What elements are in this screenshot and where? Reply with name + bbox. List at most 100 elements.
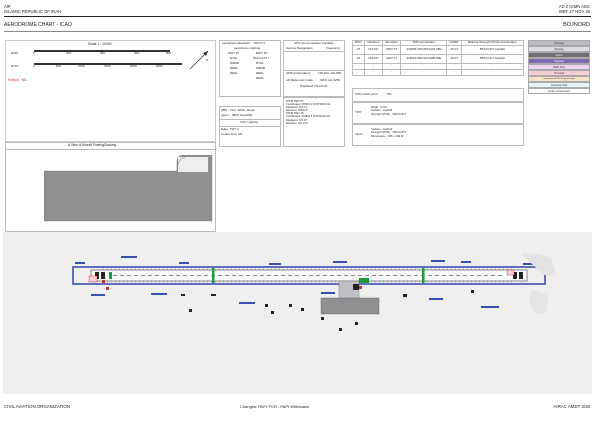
col-header: Bearing Strength (PCR) and Surface — [460, 40, 525, 46]
edge-value: TWY A — [229, 127, 239, 131]
scale-m-tick: 0 — [33, 51, 35, 55]
header-rule — [4, 16, 591, 17]
table-cell: 073.02° — [364, 44, 383, 55]
papi-box-07 — [88, 275, 98, 283]
obstacle-markers — [102, 280, 362, 290]
abn-panel: ABN FLG. White, Green Apron INFO Not AVB… — [219, 106, 281, 147]
ats-col2: Frequency — [326, 46, 341, 50]
runway-strip-outline — [72, 266, 546, 285]
twy-label: TWY — [355, 110, 362, 114]
legend: Runway Taxiway Apron Stopway Blast Pad T… — [528, 40, 590, 94]
ats-col1: Service Designation — [286, 46, 313, 50]
apron-block-label: Apron — [355, 132, 364, 136]
light-a: WBAR — [230, 61, 239, 65]
scale-bar-m — [34, 50, 170, 52]
table-cell: 374812.56N 0571605.90E — [400, 53, 448, 64]
elevation-label: Aerodrome Elevation — [222, 41, 251, 45]
chart-title: AERODROME CHART - ICAO — [4, 22, 72, 28]
table-cell: - — [381, 68, 402, 76]
scale-ft-tick: 2000 — [130, 64, 137, 68]
rwy-a-label: RWY 07 — [228, 51, 240, 55]
scale-ft-tick: 0 — [33, 64, 35, 68]
table-cell: -40 FT — [446, 44, 462, 55]
table-row: - - - - - - — [352, 68, 525, 76]
apron-details: Surface : Asphalt Strength (PCR) : 35/F/… — [371, 127, 406, 138]
table-cell: -40 FT — [446, 53, 462, 64]
light-a: REDL — [230, 66, 239, 70]
scale-ft-label: 50 FT — [11, 64, 19, 68]
scale-ft-tick: 500 — [56, 64, 62, 68]
scale-m-tick: 800 — [166, 51, 172, 55]
table-cell: - — [364, 68, 383, 76]
light-b: WBAR — [256, 66, 265, 70]
scale-panel: Scale 1 : 10000 DOM 0 200 400 600 800 50… — [5, 40, 216, 142]
scale-ft-tick: 1000 — [78, 64, 85, 68]
runway-annotations — [75, 256, 537, 308]
abn-label: ABN — [221, 108, 228, 112]
footer-amdt: AIRAC AMDT 3/25 — [553, 404, 590, 409]
light-a: RENL — [230, 71, 239, 75]
legend-terminal: Terminal — [528, 70, 590, 76]
table-cell: - — [446, 68, 462, 76]
parking-icon — [353, 284, 359, 290]
scale-m-label: DOM — [11, 51, 18, 55]
scale-bar-ft — [34, 63, 182, 65]
legend-taxiway: Taxiway — [528, 46, 590, 52]
apron-value: INFO Not AVBL — [231, 113, 253, 117]
dthr-panel: DTHR RWY 07: Coordinates: 374811.1 N 057… — [283, 97, 345, 147]
table-cell: 25 — [352, 53, 365, 64]
centerline-label: Center Line — [221, 132, 237, 136]
table-cell: 55/F/C/X/T Asphalt — [460, 53, 525, 64]
apron-label: Apron — [221, 113, 230, 117]
apron-view-panel: A View of Aircraft Parking/Docking — [5, 142, 216, 232]
twy-lighting-title: TWY Lighting — [240, 120, 258, 124]
facility-markers — [181, 290, 474, 331]
scale-m-tick: 400 — [100, 51, 106, 55]
legend-apron: Apron — [528, 52, 590, 58]
green-marker-2 — [422, 268, 425, 283]
scale-ft-tick: 1500 — [104, 64, 111, 68]
legend-under-construction: Under Construction — [528, 88, 590, 94]
footer-changes: Changes: RWY PCR , PAPI Withdrawn — [240, 404, 310, 409]
scale-ft-tick: 2500 — [156, 64, 163, 68]
papi-box-25 — [506, 269, 515, 276]
doc-code: AD 2 OIMN ADC — [558, 4, 590, 9]
apron-view-title: A View of Aircraft Parking/Docking — [68, 143, 117, 147]
scale-title: Scale 1 : 10000 — [88, 42, 112, 46]
table-cell: - — [460, 68, 525, 76]
table-cell: 253.03° — [364, 53, 383, 64]
scale-m-tick: 600 — [134, 51, 140, 55]
taxi-green-marker — [359, 278, 369, 283]
ats-panel: ATS Communication Facilities Service Des… — [283, 40, 345, 97]
twy-details: Width : 23 M Surface : Asphalt Strength … — [371, 105, 406, 116]
light-b: PALS CAT I — [253, 56, 269, 60]
ad-ref-label: AD Reference Code — [286, 78, 313, 82]
table-cell: 55/F/C/X/T Asphalt — [460, 44, 525, 55]
apron-view-drawing — [44, 155, 213, 222]
dthr-block: DTHR RWY 07: Coordinates: 374811.1 N 057… — [286, 100, 331, 125]
table-cell: 3507 FT — [381, 44, 402, 55]
table-row: 07 073.02° 3507 FT 374804.90N 0571446.28… — [352, 44, 525, 55]
elevation-value: 3507 FT — [253, 41, 266, 45]
hotspot-label: Hotspot : NIL — [8, 78, 27, 82]
rwy-b-label: RWY 25 — [256, 51, 268, 55]
table-row: 25 253.03° 3467 FT 374812.56N 0571605.90… — [352, 53, 525, 64]
legend-runway: Runway — [528, 40, 590, 46]
table-cell: 3467 FT — [381, 53, 402, 64]
north-arrow-icon: N — [189, 50, 209, 70]
terrain-shading — [521, 253, 555, 276]
light-b: RTHL — [256, 61, 264, 65]
light-b: RENL — [256, 76, 265, 80]
table-cell: - — [352, 68, 365, 76]
aerodrome-name: BOJNORD — [563, 22, 590, 28]
apron-panel: Apron Surface : Asphalt Strength (PCR) :… — [352, 124, 524, 146]
table-cell: 374804.90N 0571446.28E — [400, 44, 448, 55]
apron-area — [320, 297, 380, 315]
abn-value: FLG. White, Green — [230, 108, 256, 112]
light-a: RTHL — [230, 56, 238, 60]
country-label: ISLAMIC REPUBLIC OF IRAN — [4, 9, 62, 14]
afis-label: AFIS (Information) — [286, 71, 311, 75]
vor-value: NIL — [387, 92, 392, 96]
green-marker-3 — [109, 272, 112, 279]
aerodrome-map — [3, 232, 592, 394]
